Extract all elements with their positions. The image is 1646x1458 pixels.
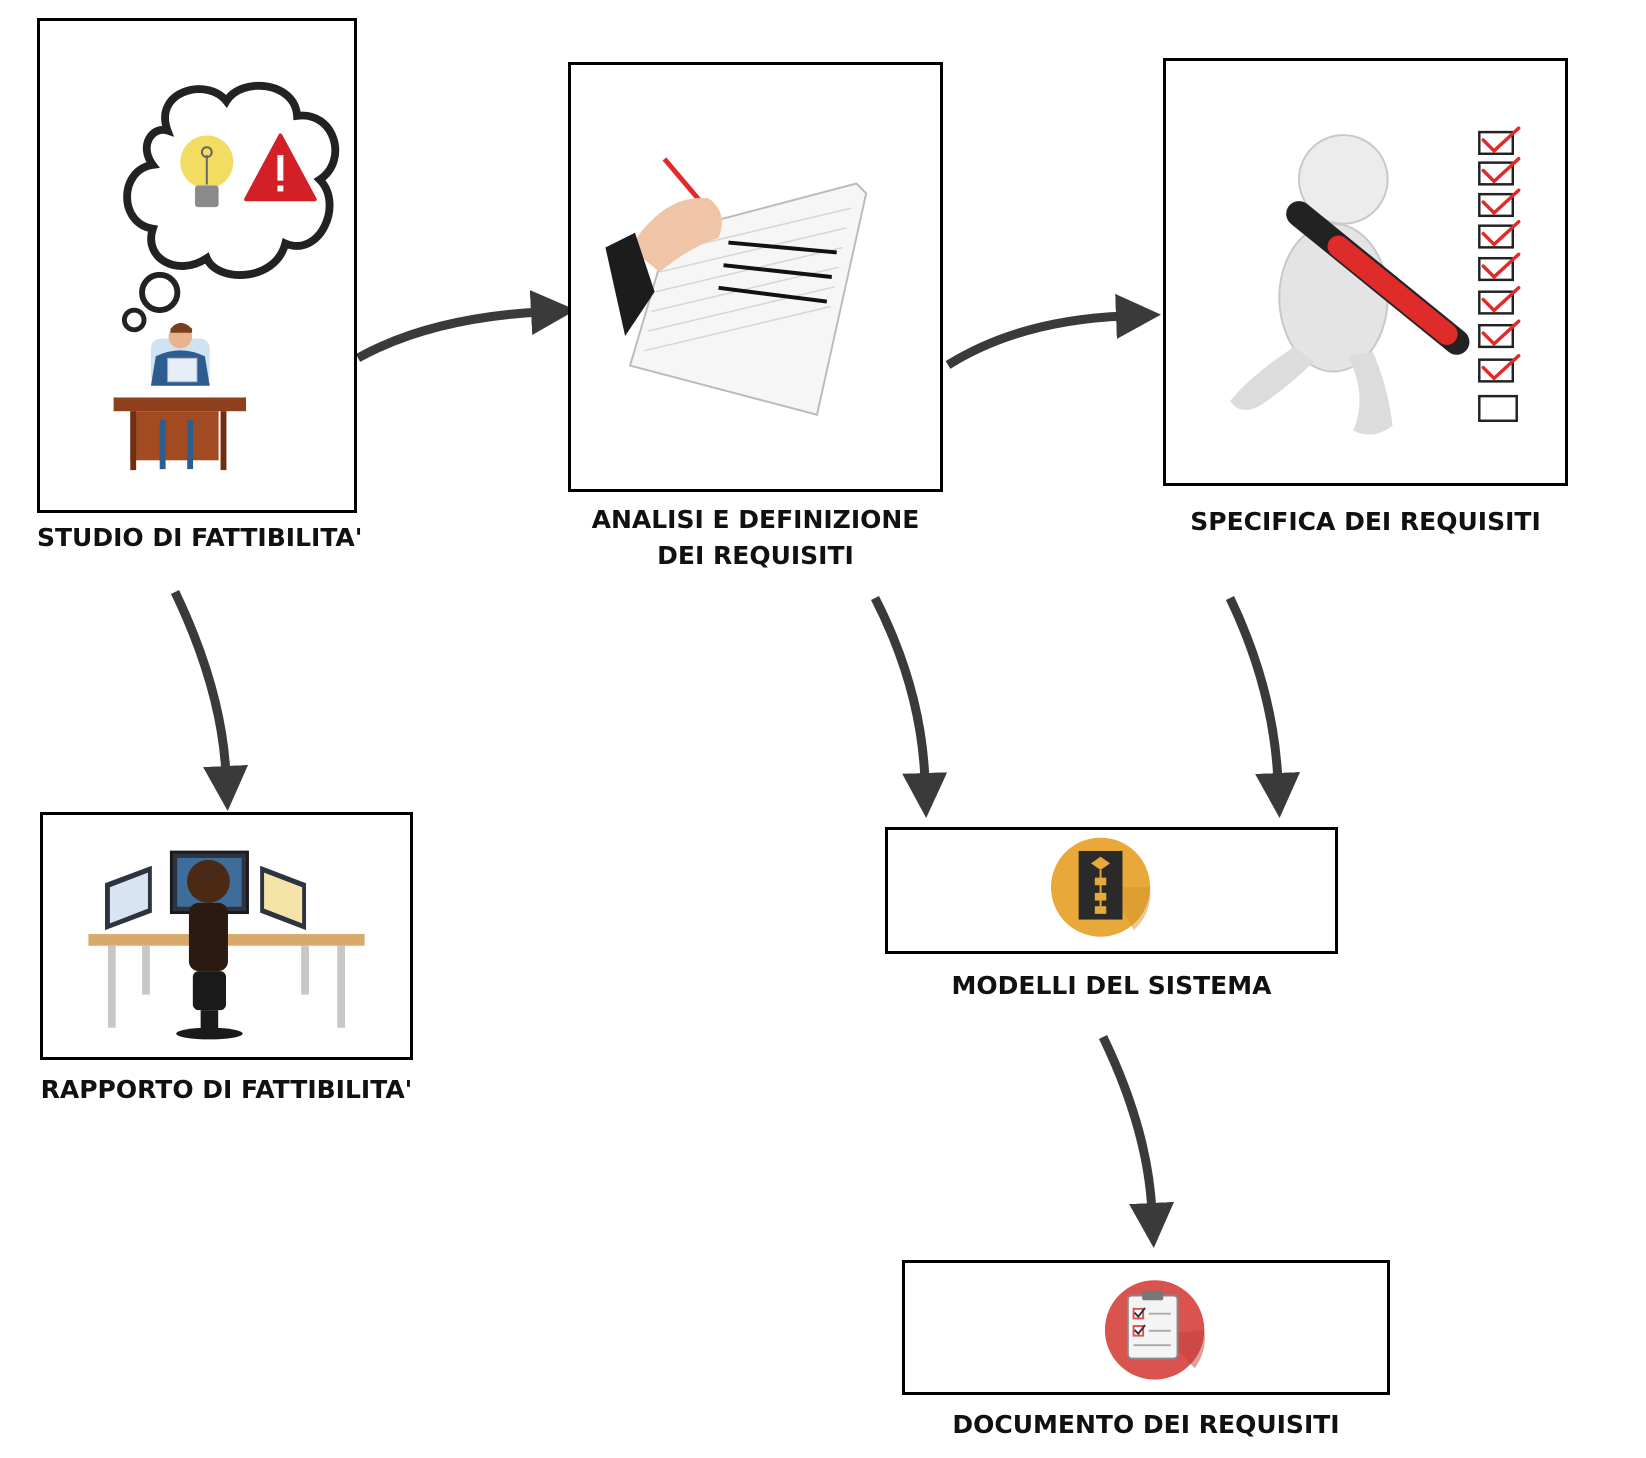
step-rapporto-box bbox=[40, 812, 413, 1060]
step-analisi-box bbox=[568, 62, 943, 492]
hand-writing-on-paper-icon bbox=[605, 157, 868, 416]
person-at-computer-desk-icon bbox=[88, 850, 365, 1040]
arrow-specifica-to-modelli bbox=[1225, 596, 1301, 818]
arrow-studio-to-rapporto bbox=[170, 590, 249, 811]
clipboard-checklist-icon bbox=[1104, 1280, 1205, 1380]
checklist bbox=[1478, 130, 1518, 422]
step-documento-box bbox=[902, 1260, 1390, 1395]
step-rapporto-label: RAPPORTO DI FATTIBILITA' bbox=[40, 1075, 413, 1104]
step-analisi-label-line2: DEI REQUISITI bbox=[657, 541, 854, 570]
step-specifica-box bbox=[1163, 58, 1568, 486]
arrow-analisi-to-modelli bbox=[870, 595, 948, 818]
arrow-modelli-to-documento bbox=[1098, 1035, 1175, 1248]
arrow-studio-to-analisi bbox=[355, 290, 576, 362]
arrow-analisi-to-specifica bbox=[945, 293, 1161, 369]
step-analisi-label-line1: ANALISI E DEFINIZIONE bbox=[591, 505, 920, 534]
step-modelli-box bbox=[885, 827, 1338, 954]
flowchart-icon bbox=[1051, 837, 1151, 937]
figure-with-pen-checklist-icon bbox=[1230, 126, 1521, 435]
step-modelli-label: MODELLI DEL SISTEMA bbox=[951, 971, 1272, 1000]
step-documento-label: DOCUMENTO DEI REQUISITI bbox=[952, 1410, 1340, 1439]
step-studio-label: STUDIO DI FATTIBILITA' bbox=[37, 523, 363, 552]
thinking-person-at-desk-icon bbox=[113, 82, 340, 471]
step-specifica-label: SPECIFICA DEI REQUISITI bbox=[1190, 507, 1541, 536]
step-studio-box bbox=[37, 18, 357, 513]
